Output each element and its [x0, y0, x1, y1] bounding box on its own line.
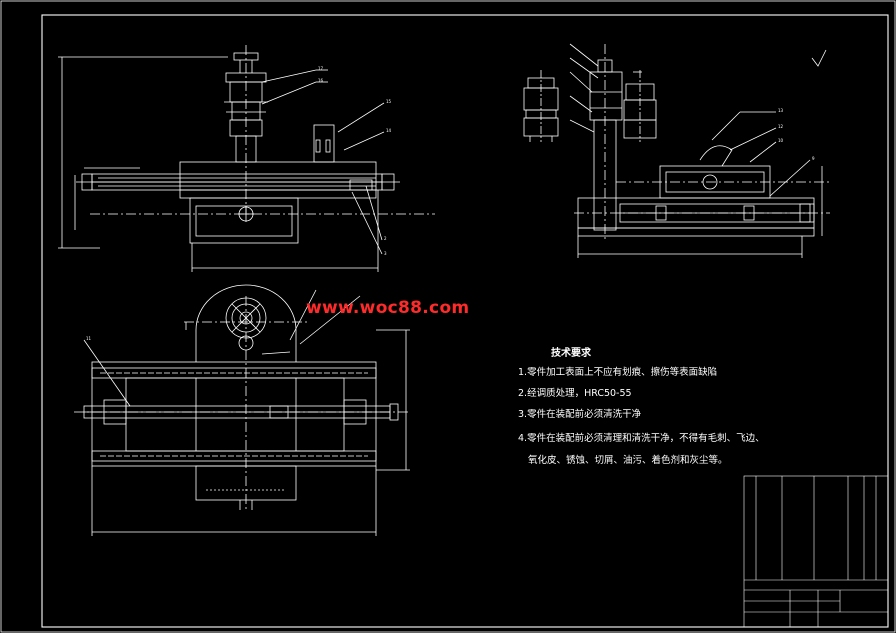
title-block: [743, 475, 889, 628]
watermark-text: www.woc88.com: [306, 298, 470, 318]
tech-requirement-item: 2.经调质处理，HRC50-55: [518, 388, 632, 399]
part-label: 11: [86, 336, 92, 341]
part-label: 10: [778, 138, 784, 143]
part-label: 3: [384, 251, 387, 256]
tech-requirement-item: 氧化皮、锈蚀、切屑、油污、着色剂和灰尘等。: [528, 455, 728, 466]
part-label: 12: [778, 124, 784, 129]
side-view: [523, 43, 830, 258]
tech-requirement-item: 3.零件在装配前必须清洗干净: [518, 409, 642, 420]
front-view: [58, 45, 435, 272]
part-label: 16: [318, 78, 324, 83]
part-label: 9: [812, 156, 815, 161]
tech-requirements-title: 技术要求: [551, 348, 591, 359]
part-label: 13: [778, 108, 784, 113]
tech-requirement-item: 4.零件在装配前必须清理和清洗干净，不得有毛刺、飞边、: [518, 433, 765, 444]
part-label: 15: [386, 99, 392, 104]
tech-requirement-item: 1.零件加工表面上不应有划痕、擦伤等表面缺陷: [518, 367, 718, 378]
part-label: 2: [384, 236, 387, 241]
part-label: 14: [386, 128, 392, 133]
part-label: 17: [318, 66, 324, 71]
top-view: [74, 284, 410, 536]
